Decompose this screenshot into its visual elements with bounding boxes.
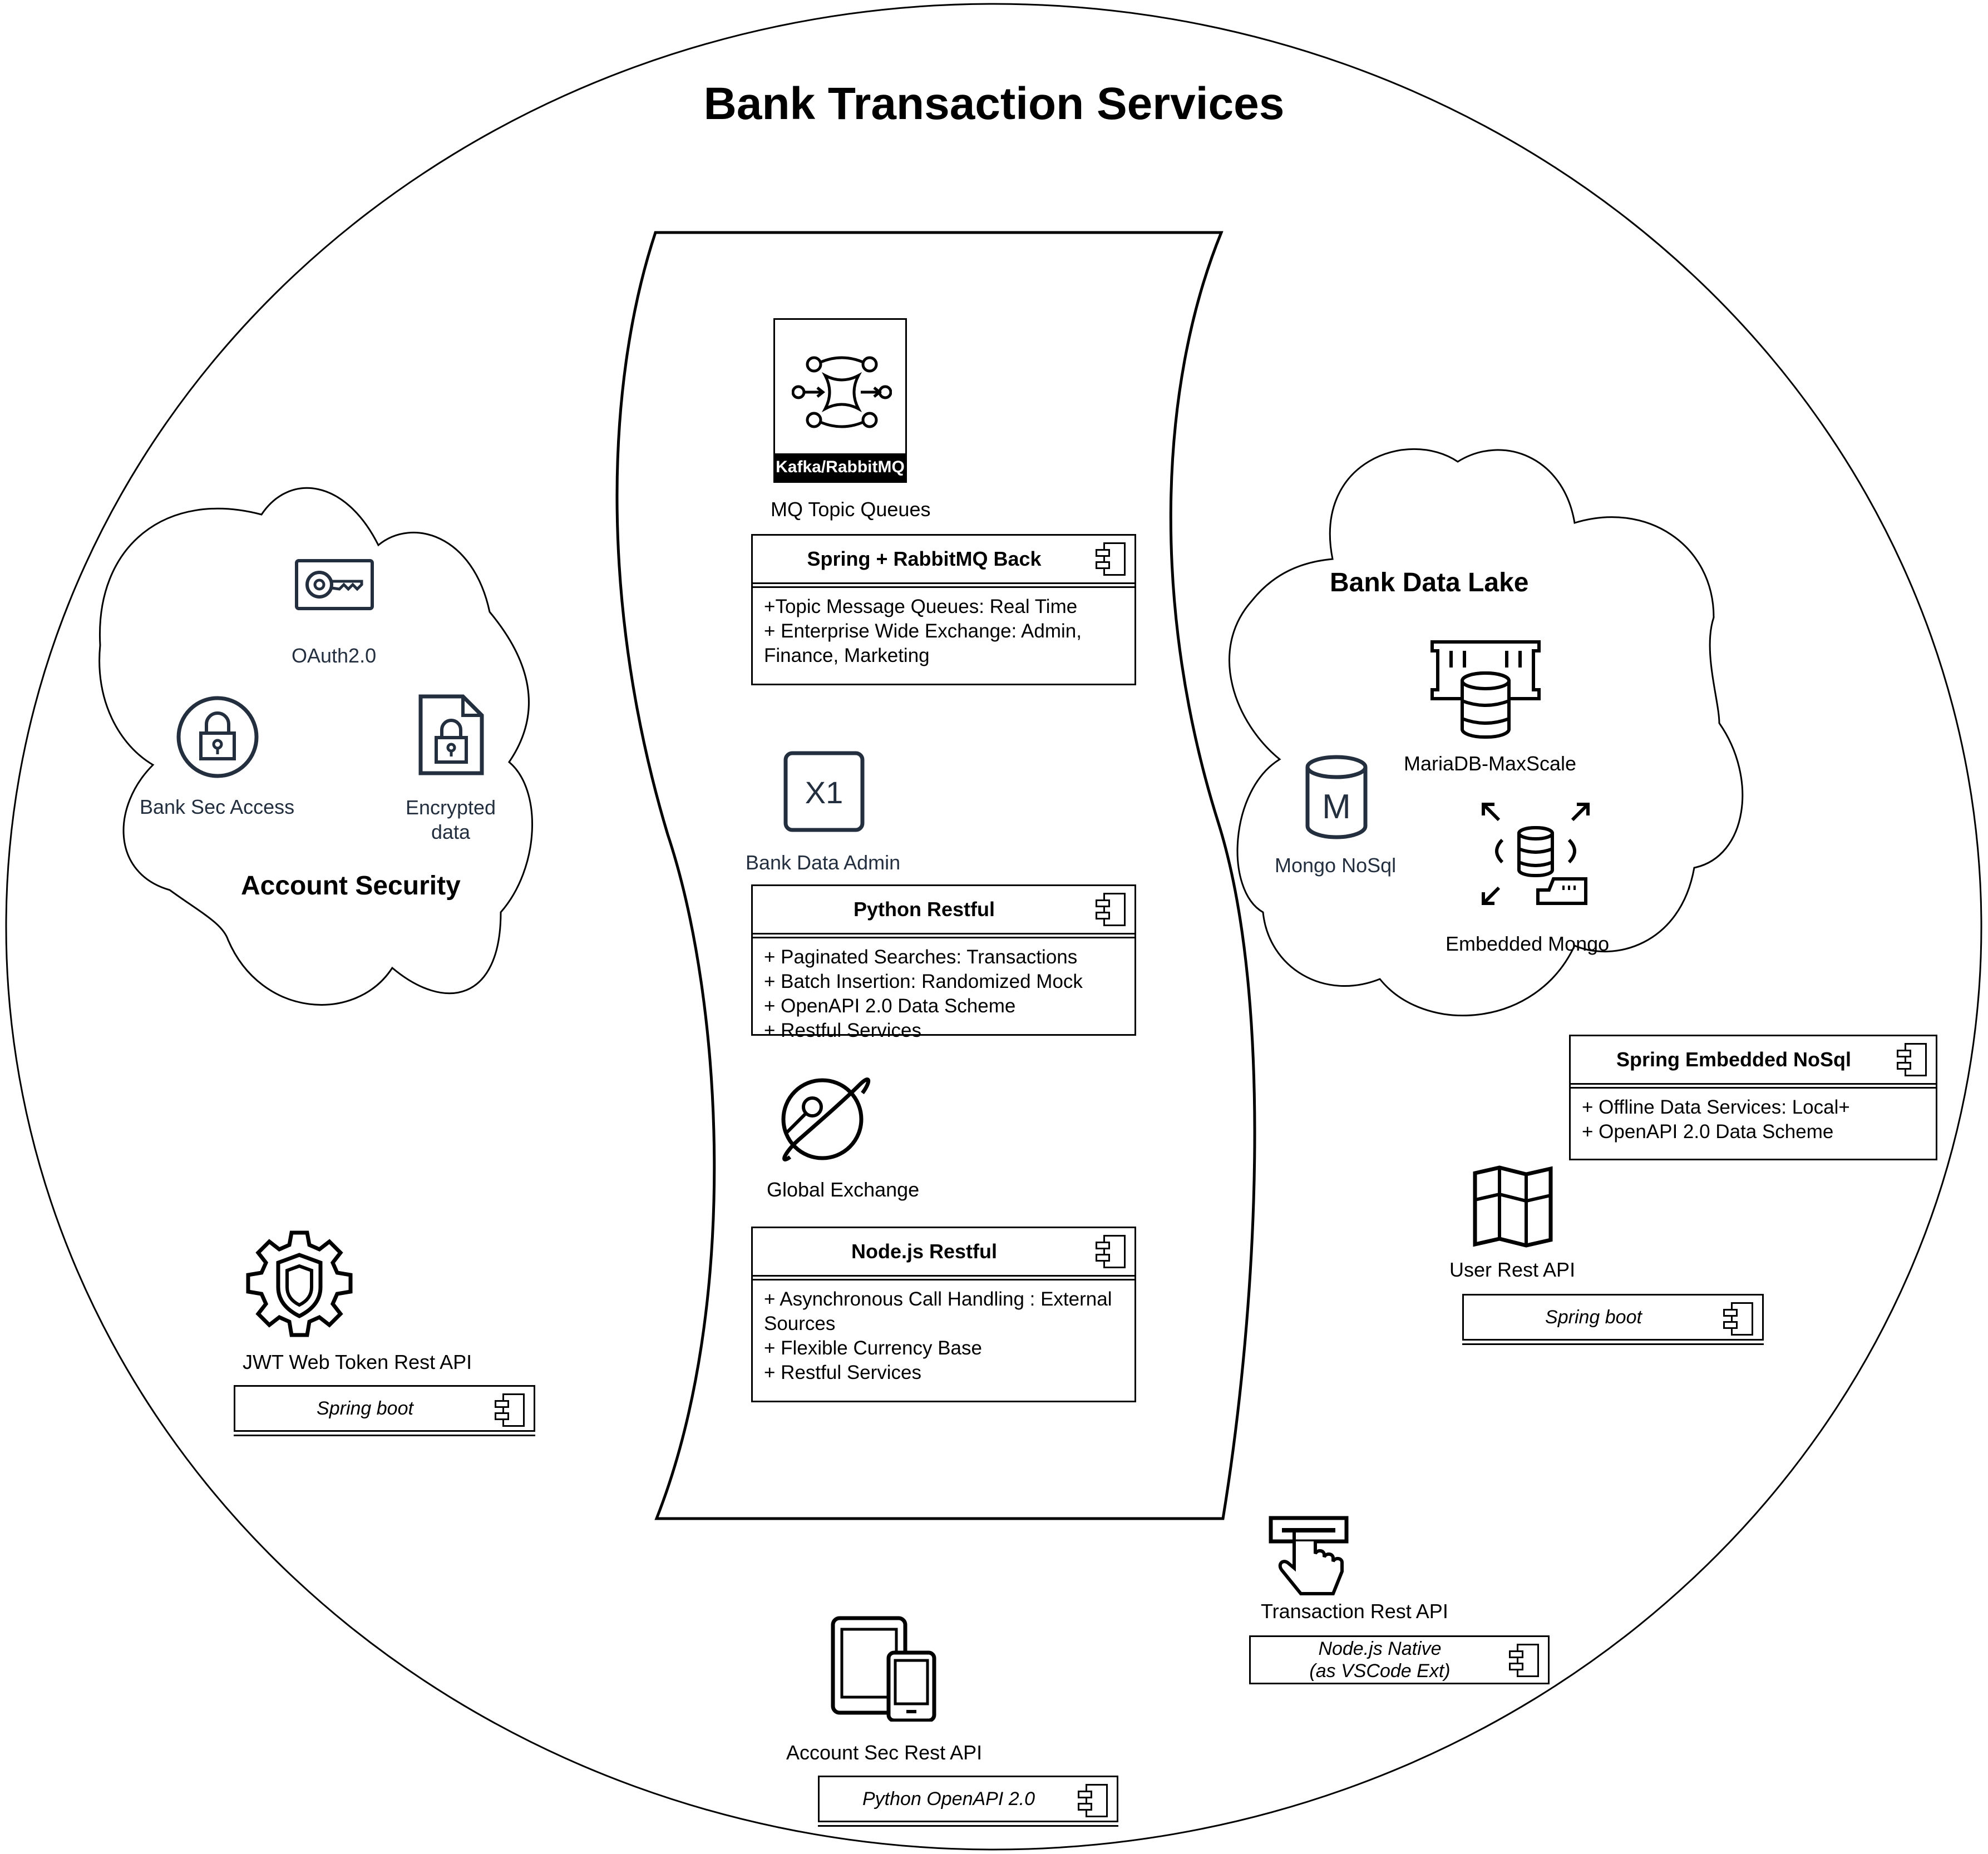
embedded-mongo-label: Embedded Mongo (1446, 932, 1610, 955)
python-restful-component: Python Restful + Paginated Searches: Tra… (751, 884, 1136, 1041)
user-rest-api-label: User Rest API (1449, 1258, 1576, 1281)
bank-data-lake-heading: Bank Data Lake (1330, 568, 1529, 597)
component-line: + Batch Insertion: Randomized Mock (764, 971, 1083, 992)
oauth-label: OAuth2.0 (292, 644, 377, 667)
shadow-underline (818, 1822, 1118, 1827)
component-body: + Asynchronous Call Handling : External … (753, 1279, 1134, 1385)
component-body: + Paginated Searches: Transactions + Bat… (753, 937, 1134, 1043)
mq-topic-queues-label: MQ Topic Queues (771, 498, 931, 521)
component-icon (1078, 1784, 1109, 1817)
encrypted-data-label: Encrypted data (401, 795, 501, 844)
message-broker-icon (792, 356, 892, 428)
component-header: Node.js Restful (753, 1228, 1134, 1277)
component-header: Spring Embedded NoSql (1571, 1036, 1936, 1085)
component-body: + Offline Data Services: Local+ + OpenAP… (1571, 1087, 1936, 1144)
component-header: Python Restful (753, 886, 1134, 935)
spring-embedded-nosql-component: Spring Embedded NoSql + Offline Data Ser… (1569, 1035, 1937, 1160)
embedded-mongo-icon (1482, 803, 1590, 905)
component-icon (1897, 1043, 1928, 1076)
map-icon (1473, 1165, 1553, 1248)
bank-sec-access-label: Bank Sec Access (140, 795, 295, 818)
tech-label: Node.js Native (as VSCode Ext) (1309, 1638, 1489, 1682)
global-exchange-label: Global Exchange (767, 1178, 920, 1201)
shadow-underline (1462, 1340, 1764, 1345)
account-security-heading: Account Security (241, 871, 461, 901)
component-line: + Restful Services (764, 1362, 922, 1383)
kafka-rabbitmq-tile: Kafka/RabbitMQ (773, 318, 907, 483)
shadow-underline (234, 1431, 535, 1436)
bank-data-admin-label: Bank Data Admin (746, 851, 901, 874)
component-line: + OpenAPI 2.0 Data Scheme (1582, 1121, 1834, 1143)
component-icon (1096, 1235, 1127, 1268)
mariadb-label: MariaDB-MaxScale (1404, 752, 1577, 775)
svg-text:M: M (1322, 788, 1351, 826)
kafka-rabbitmq-label: Kafka/RabbitMQ (775, 453, 905, 481)
shield-gear-icon (246, 1230, 353, 1337)
component-body: +Topic Message Queues: Real Time + Enter… (753, 586, 1134, 668)
outer-boundary-ellipse (5, 3, 1982, 1851)
component-icon (495, 1393, 526, 1427)
component-line: + Flexible Currency Base (764, 1337, 982, 1359)
page-title: Bank Transaction Services (703, 78, 1285, 129)
jwt-rest-api-label: JWT Web Token Rest API (243, 1351, 472, 1373)
globe-planet-icon (781, 1077, 871, 1162)
svg-text:X1: X1 (805, 775, 843, 810)
tech-label-line2: (as VSCode Ext) (1309, 1660, 1451, 1682)
tech-label-line1: Node.js Native (1318, 1638, 1442, 1659)
mariadb-database-icon (1430, 640, 1541, 739)
x1-instance-icon: X1 (783, 751, 865, 832)
component-icon (1096, 893, 1127, 926)
component-title: Node.js Restful (851, 1240, 998, 1263)
encrypted-label-line2: data (431, 820, 471, 843)
account-sec-rest-api-label: Account Sec Rest API (786, 1741, 983, 1764)
jwt-tech-box: Spring boot (234, 1385, 535, 1436)
tech-label: Python OpenAPI 2.0 (862, 1788, 1035, 1809)
component-icon (1723, 1302, 1754, 1336)
component-title: Python Restful (853, 898, 995, 921)
spring-rabbitmq-component: Spring + RabbitMQ Back +Topic Message Qu… (751, 534, 1136, 685)
component-title: Spring Embedded NoSql (1616, 1048, 1851, 1071)
tablet-phone-icon (831, 1616, 936, 1722)
component-line: +Topic Message Queues: Real Time (764, 596, 1078, 617)
component-title: Spring + RabbitMQ Back (807, 547, 1042, 570)
component-line: + Offline Data Services: Local+ (1582, 1096, 1850, 1118)
component-line: + Asynchronous Call Handling : External (764, 1288, 1112, 1310)
transaction-rest-api-label: Transaction Rest API (1261, 1600, 1448, 1623)
mongo-nosql-label: Mongo NoSql (1275, 854, 1397, 877)
transaction-tech-box: Node.js Native (as VSCode Ext) (1249, 1635, 1550, 1684)
component-icon (1509, 1644, 1540, 1677)
component-header: Spring + RabbitMQ Back (753, 536, 1134, 584)
mongo-database-icon: M (1305, 755, 1368, 839)
component-line: + Enterprise Wide Exchange: Admin, (764, 620, 1082, 642)
tech-label: Spring boot (317, 1398, 413, 1419)
component-line: Sources (764, 1313, 836, 1334)
tech-label: Spring boot (1545, 1307, 1642, 1328)
key-icon (295, 559, 374, 610)
card-tap-icon (1269, 1516, 1349, 1595)
lock-circle-icon (176, 696, 259, 778)
component-line: + Paginated Searches: Transactions (764, 946, 1078, 968)
encrypted-label-line1: Encrypted (405, 796, 496, 819)
component-line: + Restful Services (764, 1020, 922, 1041)
component-icon (1096, 542, 1127, 576)
component-line: Finance, Marketing (764, 645, 930, 666)
account-sec-tech-box: Python OpenAPI 2.0 (818, 1776, 1118, 1827)
account-security-cloud (98, 487, 534, 1006)
component-line: + OpenAPI 2.0 Data Scheme (764, 995, 1016, 1017)
node-restful-component: Node.js Restful + Asynchronous Call Hand… (751, 1227, 1136, 1402)
encrypted-file-icon (418, 694, 484, 775)
user-rest-tech-box: Spring boot (1462, 1294, 1764, 1345)
